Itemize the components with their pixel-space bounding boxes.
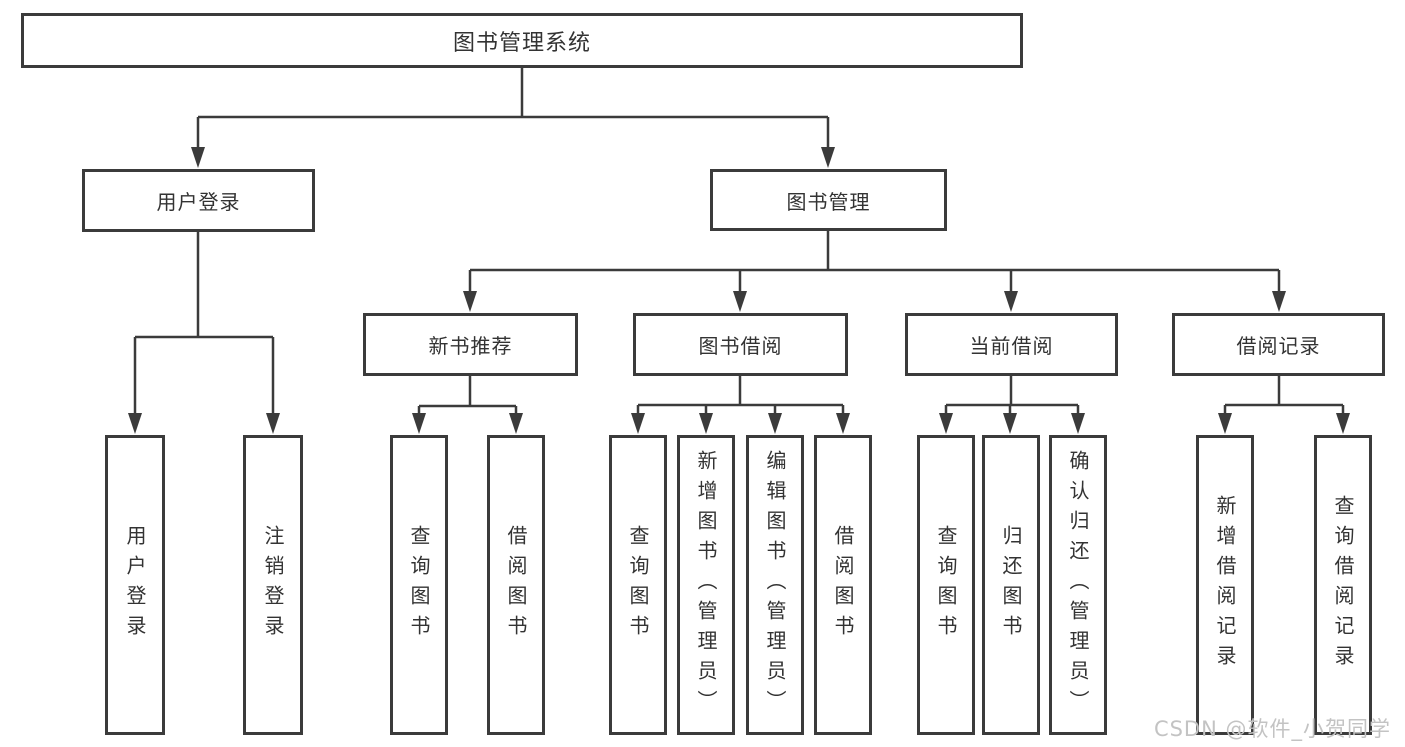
node-label: 注销登录 xyxy=(261,525,285,645)
node-label: 查询借阅记录 xyxy=(1331,495,1355,675)
node-borrowing-records: 借阅记录 xyxy=(1172,313,1385,376)
node-label: 用户登录 xyxy=(156,190,241,214)
leaf-logout: 注销登录 xyxy=(243,435,303,735)
node-book-management: 图书管理 xyxy=(710,169,947,231)
node-label: 新书推荐 xyxy=(428,334,513,358)
csdn-watermark: CSDN @软件_小贺同学 xyxy=(1153,717,1391,741)
node-library-management-system: 图书管理系统 xyxy=(21,13,1023,68)
node-label: 确认归还（管理员） xyxy=(1066,450,1090,720)
leaf-add-books-admin: 新增图书（管理员） xyxy=(677,435,735,735)
node-label: 图书管理系统 xyxy=(452,30,591,56)
leaf-confirm-return-admin: 确认归还（管理员） xyxy=(1049,435,1107,735)
node-label: 查询图书 xyxy=(626,525,650,645)
leaf-user-login: 用户登录 xyxy=(105,435,165,735)
node-book-borrowing: 图书借阅 xyxy=(633,313,848,376)
node-label: 新增图书（管理员） xyxy=(694,450,718,720)
leaf-query-books-1: 查询图书 xyxy=(390,435,448,735)
node-label: 图书管理 xyxy=(786,189,871,214)
node-label: 借阅图书 xyxy=(504,525,528,645)
node-label: 当前借阅 xyxy=(969,334,1054,358)
leaf-edit-books-admin: 编辑图书（管理员） xyxy=(746,435,804,735)
node-label: 查询图书 xyxy=(407,525,431,645)
node-label: 新增借阅记录 xyxy=(1213,495,1237,675)
leaf-query-borrow-record: 查询借阅记录 xyxy=(1314,435,1372,735)
node-label: 编辑图书（管理员） xyxy=(763,450,787,720)
leaf-query-books-3: 查询图书 xyxy=(917,435,975,735)
node-label: 归还图书 xyxy=(999,525,1023,645)
leaf-borrow-books-2: 借阅图书 xyxy=(814,435,872,735)
node-label: 借阅图书 xyxy=(831,525,855,645)
leaf-borrow-books-1: 借阅图书 xyxy=(487,435,545,735)
leaf-add-borrow-record: 新增借阅记录 xyxy=(1196,435,1254,735)
node-label: 查询图书 xyxy=(934,525,958,645)
node-user-login: 用户登录 xyxy=(82,169,315,232)
leaf-return-books: 归还图书 xyxy=(982,435,1040,735)
leaf-query-books-2: 查询图书 xyxy=(609,435,667,735)
node-current-borrowing: 当前借阅 xyxy=(905,313,1118,376)
node-label: 用户登录 xyxy=(123,525,147,645)
arrowhead-icons xyxy=(128,147,1350,434)
node-label: 图书借阅 xyxy=(698,334,783,358)
node-label: 借阅记录 xyxy=(1236,334,1321,358)
node-new-book-recommendation: 新书推荐 xyxy=(363,313,578,376)
